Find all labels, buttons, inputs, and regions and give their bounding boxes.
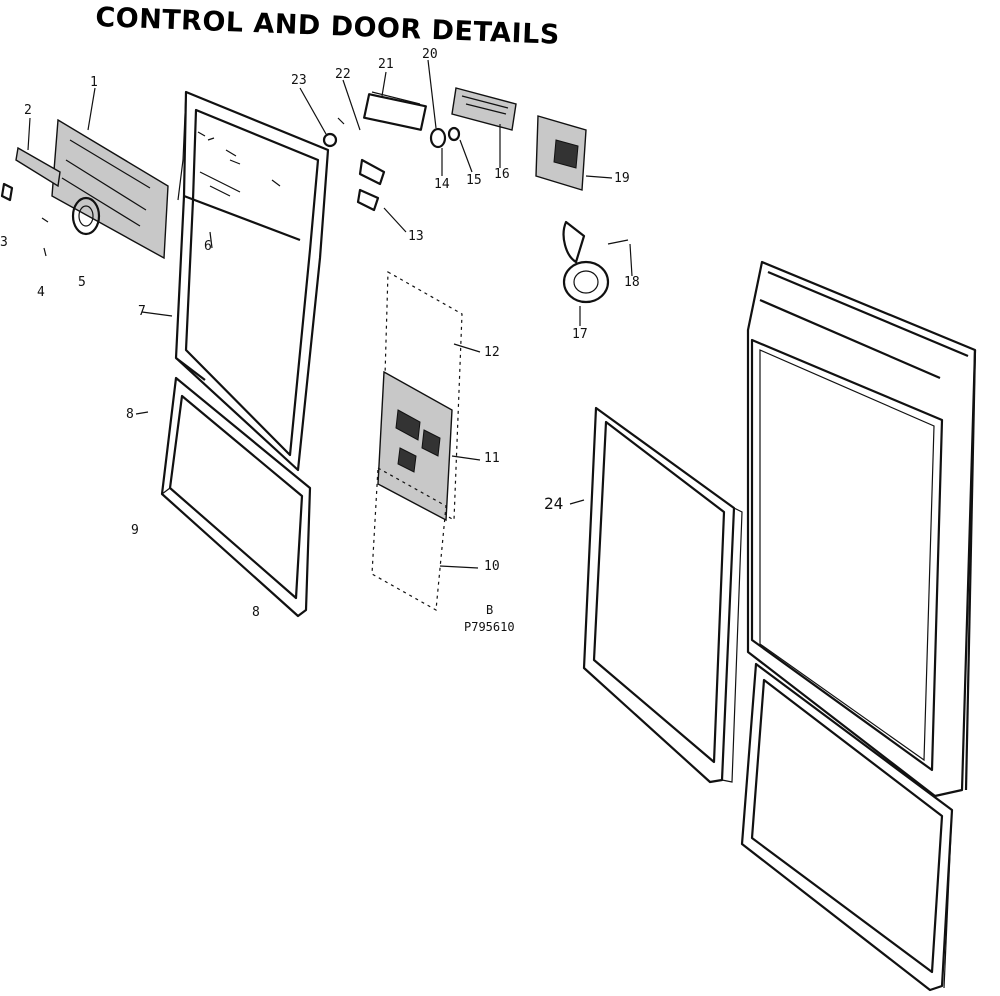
callout-18: 18 <box>624 275 640 290</box>
door-glass-frame-part <box>582 406 743 784</box>
part-code-number: P795610 <box>464 620 515 634</box>
callout-19: 19 <box>614 171 630 186</box>
callout-20: 20 <box>422 47 438 62</box>
outer-lower-door-panel-part <box>740 662 954 992</box>
callout-22: 22 <box>335 67 351 82</box>
callout-17: 17 <box>572 327 588 342</box>
callout-8b: 8 <box>252 605 260 620</box>
callout-1: 1 <box>90 75 98 90</box>
callout-10: 10 <box>484 559 500 574</box>
part-code-prefix: B <box>486 603 494 617</box>
callout-2: 2 <box>24 103 32 118</box>
callout-3: 3 <box>0 235 8 250</box>
callout-8: 8 <box>126 407 134 422</box>
outer-door-frame-part <box>746 260 977 798</box>
small-hardware-parts <box>322 87 517 212</box>
lower-panel-part <box>160 376 312 618</box>
callout-5: 5 <box>78 275 86 290</box>
callout-16: 16 <box>494 167 510 182</box>
callout-4: 4 <box>37 285 45 300</box>
circuit-board-parts <box>371 270 463 611</box>
callout-12: 12 <box>484 345 500 360</box>
callout-14: 14 <box>434 177 450 192</box>
control-board-part <box>0 118 169 260</box>
callout-23: 23 <box>291 73 307 88</box>
switch-and-bracket-parts <box>535 115 629 304</box>
callout-9: 9 <box>131 523 139 538</box>
leader-lines <box>27 59 633 569</box>
callout-24: 24 <box>544 494 564 513</box>
callout-13: 13 <box>408 229 424 244</box>
callout-21: 21 <box>378 57 394 72</box>
callout-6: 6 <box>204 239 212 254</box>
callout-11: 11 <box>484 451 500 466</box>
callout-7: 7 <box>138 304 146 319</box>
callout-15: 15 <box>466 173 482 188</box>
control-panel-part <box>174 90 330 472</box>
